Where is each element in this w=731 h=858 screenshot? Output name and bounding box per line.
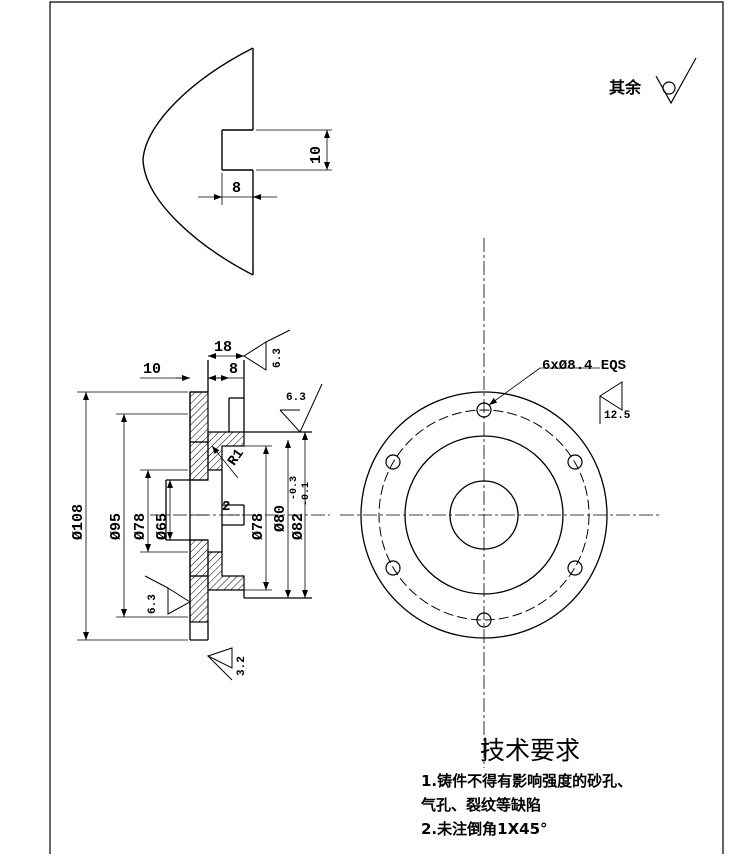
hub-length-dim: 18: [214, 339, 233, 356]
tolerance-lower: -0.1: [301, 481, 312, 506]
front-view: [340, 238, 660, 768]
dia-108-label: Ø108: [70, 503, 87, 540]
requirement-line-2: 气孔、裂纹等缺陷: [421, 796, 542, 814]
keyway-detail: [142, 47, 254, 276]
tolerance-upper: -0.3: [289, 475, 300, 500]
section-roughness-symbols: [144, 329, 323, 681]
roughness-bottom-value: 3.2: [236, 656, 248, 676]
hub-inner-dim: 8: [229, 361, 239, 378]
slot-width-dim: 8: [232, 180, 242, 197]
requirement-line-3: 2.未注倒角1X45°: [421, 820, 548, 838]
hole-roughness-value: 12.5: [604, 410, 631, 422]
general-roughness-label: 其余: [609, 78, 642, 97]
dia-95-label: Ø95: [108, 512, 125, 540]
requirement-line-1: 1.铸件不得有影响强度的砂孔、: [421, 772, 633, 790]
requirements-title: 技术要求: [480, 736, 581, 765]
section-view: [150, 360, 330, 641]
step-dim: 2: [222, 499, 231, 515]
dia-78-left-label: Ø78: [132, 512, 149, 540]
frame-border: [49, 1, 724, 854]
slot-depth-dim: 10: [308, 145, 325, 164]
roughness-left-value: 6.3: [147, 594, 159, 614]
dia-80-label: Ø80: [272, 504, 289, 532]
flange-thickness-dim: 10: [143, 361, 162, 378]
hole-pattern-callout: 6xØ8.4 EQS: [542, 358, 627, 374]
keyway-dims: [198, 129, 332, 205]
roughness-mid-value: 6.3: [286, 392, 306, 404]
general-roughness-symbol: [655, 57, 697, 105]
dia-82-label: Ø82: [290, 512, 307, 540]
dia-78-right-label: Ø78: [250, 512, 267, 540]
section-dimensions: [77, 353, 308, 641]
dia-65-label: Ø65: [154, 512, 171, 540]
roughness-top-value: 6.3: [272, 348, 284, 368]
